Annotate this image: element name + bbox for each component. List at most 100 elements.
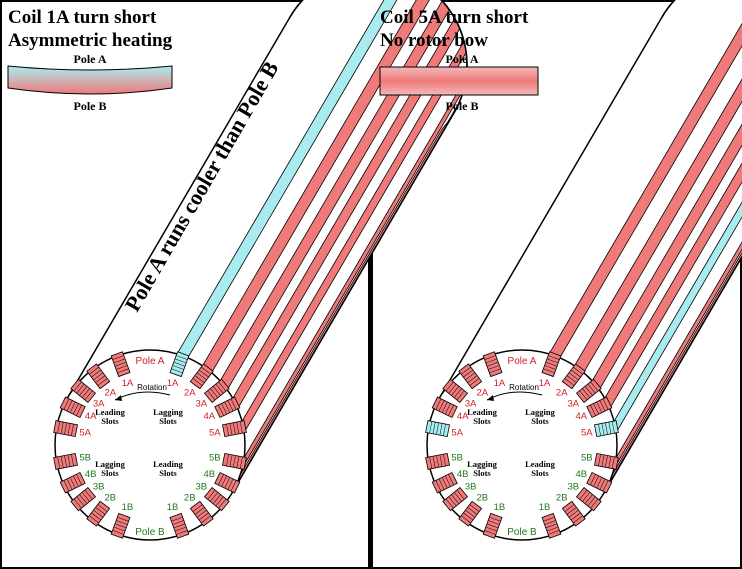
- slot-conductor: [587, 383, 596, 394]
- slot-conductor: [590, 498, 599, 509]
- slot-conductor: [117, 368, 129, 374]
- slot-conductor: [486, 361, 499, 367]
- slot-label: 4A: [576, 411, 588, 422]
- rotor-slot: [189, 363, 214, 390]
- panel-title-line2: Asymmetric heating: [8, 30, 173, 51]
- slot-conductor: [236, 456, 240, 469]
- rotor-slot: [431, 471, 458, 494]
- slot-label: 5A: [451, 427, 463, 438]
- slot-conductor: [456, 390, 465, 401]
- rotor-slot: [482, 512, 503, 539]
- slot-label: 3A: [195, 398, 207, 409]
- slot-label: 1A: [494, 378, 506, 389]
- slot-conductor: [489, 368, 501, 374]
- slot-label: 2A: [476, 387, 488, 398]
- slot-conductor: [546, 358, 559, 364]
- rotor-slot: [586, 471, 613, 494]
- slot-conductor: [76, 474, 82, 486]
- rotor-slot: [169, 351, 190, 378]
- slot-conductor: [116, 520, 128, 525]
- slot-conductor: [81, 388, 90, 398]
- slot-conductor: [76, 404, 82, 416]
- slot-conductor: [218, 474, 224, 486]
- panel-title-line1: Coil 5A turn short: [380, 7, 529, 28]
- slot-conductor: [171, 516, 183, 522]
- slot-conductor: [467, 375, 478, 383]
- rotor-slot: [214, 396, 241, 419]
- slot-label: 3A: [93, 398, 105, 409]
- slot-conductor: [91, 512, 102, 521]
- slot-label: 1A: [122, 378, 134, 389]
- slot-conductor: [435, 480, 442, 492]
- slot-conductor: [438, 400, 445, 412]
- slot-conductor: [489, 516, 501, 522]
- slot-conductor: [544, 365, 556, 370]
- slot-conductor: [548, 530, 560, 535]
- slot-conductor: [76, 383, 85, 394]
- rotation-arrowhead: [487, 395, 494, 401]
- rotor-slot: [442, 486, 469, 512]
- slot-conductor: [72, 475, 79, 487]
- slot-conductor: [171, 368, 183, 374]
- slot-conductor: [570, 512, 581, 521]
- slot-conductor: [546, 526, 559, 532]
- slot-conductor: [239, 421, 243, 434]
- slot-conductor: [196, 509, 207, 518]
- pole-b-label: Pole B: [507, 527, 537, 538]
- slot-conductor: [596, 477, 603, 489]
- rotation-label: Rotation: [137, 383, 167, 392]
- slot-label: 3B: [195, 482, 207, 493]
- slot-conductor: [221, 475, 228, 487]
- slot-conductor: [441, 477, 448, 489]
- slot-conductor: [448, 404, 454, 416]
- slot-label: 2A: [184, 387, 196, 398]
- slot-conductor: [444, 475, 451, 487]
- slot-conductor: [97, 378, 108, 386]
- slot-label: 5A: [79, 427, 91, 438]
- slot-label: 1B: [122, 502, 134, 513]
- rotor-slot: [70, 486, 97, 512]
- rotor-slot: [222, 452, 247, 470]
- rotor-slot: [86, 500, 111, 527]
- rotor-slot: [222, 420, 247, 438]
- slot-conductor: [484, 355, 496, 360]
- slot-conductor: [73, 381, 82, 392]
- slot-conductor: [601, 423, 605, 436]
- rotor-slot: [561, 363, 586, 390]
- slot-conductor: [218, 381, 227, 392]
- slot-label: 3B: [567, 482, 579, 493]
- slot-conductor: [601, 454, 605, 467]
- slot-conductor: [590, 474, 596, 486]
- slot-conductor: [194, 375, 205, 383]
- slot-conductor: [439, 454, 443, 467]
- slot-conductor: [465, 372, 476, 381]
- slot-conductor: [79, 386, 88, 396]
- slot-conductor: [207, 489, 216, 500]
- slot-conductor: [173, 361, 186, 367]
- slot-conductor: [436, 422, 439, 435]
- pole-a-label: Pole A: [508, 356, 537, 367]
- slot-conductor: [57, 421, 61, 434]
- panel-2: 1A1A2A2A3A3A4A4A5A5A5B5B4B4B3B3B2B2B1B1B…: [379, 0, 742, 541]
- slot-conductor: [469, 504, 480, 512]
- slot-conductor: [227, 400, 234, 412]
- slot-conductor: [63, 398, 70, 410]
- slot-conductor: [71, 454, 74, 467]
- slot-label: 5A: [581, 427, 593, 438]
- slot-conductor: [545, 361, 558, 367]
- slot-conductor: [448, 496, 457, 507]
- slot-conductor: [608, 456, 612, 469]
- slot-conductor: [66, 478, 73, 490]
- rotor-slot: [59, 396, 86, 419]
- slot-conductor: [453, 492, 462, 502]
- slot-conductor: [218, 498, 227, 509]
- rotor-slot: [53, 420, 78, 438]
- slot-conductor: [461, 515, 471, 524]
- slot-conductor: [593, 403, 600, 415]
